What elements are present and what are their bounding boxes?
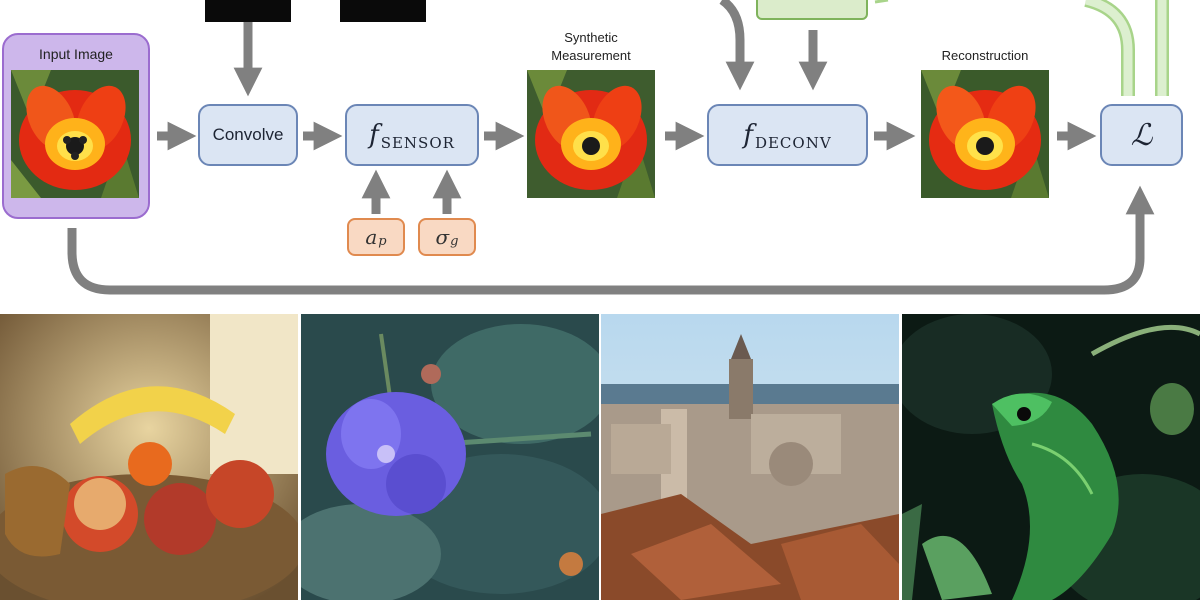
convolve-label: Convolve xyxy=(212,125,284,144)
arrow-input-to-loss xyxy=(67,185,1155,295)
blue-flower-image xyxy=(301,314,599,600)
arrow-curve-into-deconv xyxy=(719,0,755,91)
city-skyline-image xyxy=(601,314,899,600)
green-link xyxy=(874,0,889,4)
convolve-node: Convolve xyxy=(198,104,298,166)
reconstruction-caption: Reconstruction xyxy=(941,48,1029,63)
loss-node: ℒ xyxy=(1100,104,1183,166)
tulip-measurement-image xyxy=(527,70,655,198)
deconv-subscript: DECONV xyxy=(754,134,832,152)
param-sigma-subscript: g xyxy=(450,233,459,249)
kernel-image-1 xyxy=(205,0,291,22)
green-pipe-left xyxy=(1084,0,1135,96)
tulip-reconstruction-image xyxy=(921,70,1049,198)
chameleon-image xyxy=(902,314,1200,600)
param-sigma-symbol: σ xyxy=(435,225,450,249)
sensor-subscript: SENSOR xyxy=(380,134,455,152)
loss-symbol: ℒ xyxy=(1130,117,1153,153)
param-ap-symbol: a xyxy=(365,225,378,249)
tulip-input-image xyxy=(11,70,139,198)
synthetic-measurement-caption: Synthetic Measurement xyxy=(551,30,631,63)
input-image-label: Input Image xyxy=(39,46,113,62)
param-ap-subscript: p xyxy=(378,233,387,249)
fruit-bowl-image xyxy=(0,314,298,600)
psf-green-box xyxy=(756,0,868,20)
green-pipe-left-inner xyxy=(1084,0,1133,96)
sensor-f-symbol: f xyxy=(369,120,379,150)
deconv-f-symbol: f xyxy=(743,120,753,150)
kernel-image-2 xyxy=(340,0,426,22)
